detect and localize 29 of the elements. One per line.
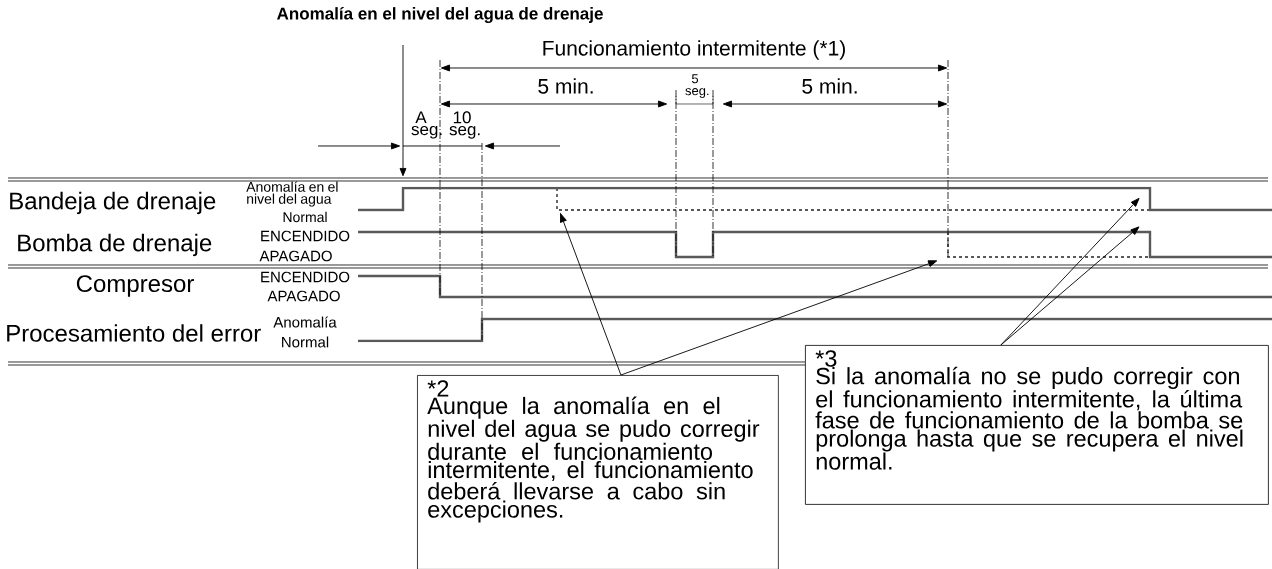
state-label: Normal — [283, 211, 327, 223]
leader-line — [560, 213, 622, 376]
dimension-label: 10 seg. — [449, 111, 480, 139]
dimension-label: 5 min. — [802, 78, 857, 94]
state-label: APAGADO — [259, 250, 332, 262]
state-label: Anomalía — [273, 316, 337, 328]
callout-box: *3 Si la anomalía no se pudo corregir con el funcionamiento intermitente, la última fase de funcionamiento de la bomba se prolonga hasta que se recupera el nivel normal. — [805, 345, 1269, 505]
leader-line — [620, 260, 938, 376]
state-label: Anomalía en el nivel del agua — [246, 181, 338, 207]
waveform — [358, 186, 1272, 212]
waveform — [358, 230, 1272, 259]
row-label: Compresor — [76, 275, 194, 297]
leader-line — [1000, 226, 1140, 346]
dimension-label: A seg. — [411, 111, 442, 139]
state-label: ENCENDIDO — [261, 271, 350, 283]
dashed-waveform — [556, 187, 1151, 211]
title: Anomalía en el nivel del agua de drenaje — [277, 6, 603, 24]
callout-box: *2 Aunque la anomalía en el nivel del agua se pudo corregir durante el funcionamiento intermitente, el funcionamiento deberá llevarse a cabo sin excepciones. — [417, 375, 779, 569]
state-label: APAGADO — [267, 290, 340, 302]
state-label: ENCENDIDO — [261, 230, 350, 242]
leader-line — [1000, 197, 1140, 346]
dashed-waveform — [947, 231, 1151, 258]
dimension-label: 5 seg. — [685, 74, 709, 98]
row-label: Bandeja de drenaje — [10, 191, 216, 215]
dimension-label: Funcionamiento intermitente (*1) — [543, 40, 845, 60]
state-label: Normal — [282, 336, 329, 348]
row-label: Procesamiento del error — [7, 324, 261, 342]
row-label: Bomba de drenaje — [18, 233, 212, 257]
dimension-label: 5 min. — [538, 78, 593, 94]
